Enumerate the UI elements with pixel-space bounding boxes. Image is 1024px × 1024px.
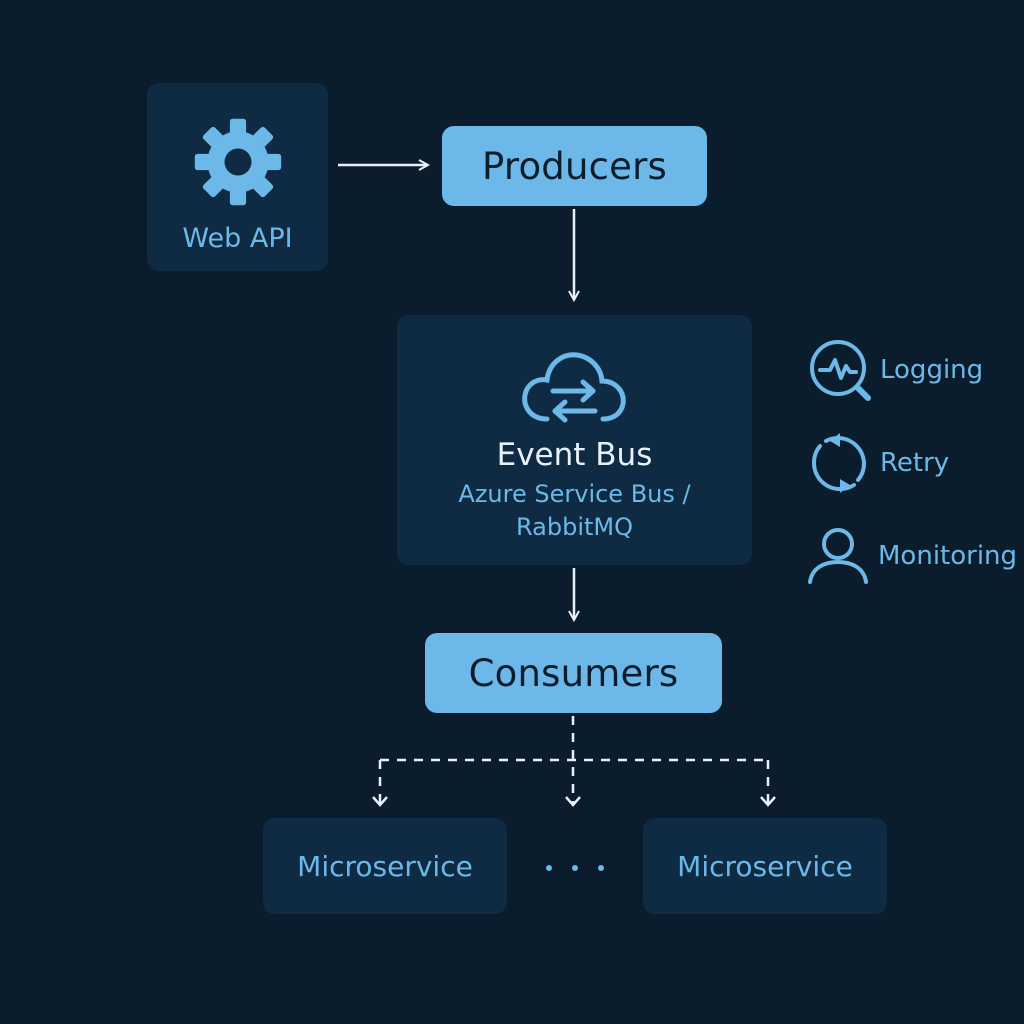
- event-bus-subtitle-line1: Azure Service Bus /: [458, 480, 691, 508]
- logging-icon: [810, 340, 871, 401]
- event-bus-subtitle-line2: RabbitMQ: [516, 513, 633, 541]
- arrowhead-ms1: [372, 796, 388, 807]
- ellipsis-dots: [546, 865, 604, 871]
- producers-label: Producers: [481, 144, 668, 188]
- event-bus-node: Event Bus Azure Service Bus / RabbitMQ: [397, 315, 752, 565]
- edge-consumers-fanout: [378, 716, 770, 803]
- microservice-label-1: Microservice: [297, 849, 473, 883]
- feature-retry: Retry: [808, 431, 949, 495]
- feature-monitoring-label: Monitoring: [878, 541, 1018, 571]
- event-bus-title: Event Bus: [496, 437, 653, 473]
- retry-icon: [811, 433, 867, 493]
- gear-icon: [194, 118, 282, 206]
- feature-logging-label: Logging: [880, 355, 984, 385]
- arrowhead-ms2: [760, 796, 776, 807]
- producers-node: Producers: [442, 126, 707, 206]
- monitoring-icon: [808, 528, 868, 584]
- consumers-label: Consumers: [468, 651, 679, 695]
- consumers-node: Consumers: [425, 633, 722, 713]
- web-api-label: Web API: [182, 223, 293, 254]
- arrowhead-middle: [565, 796, 581, 807]
- feature-retry-label: Retry: [880, 448, 950, 478]
- fanout-arrowheads: [372, 796, 776, 807]
- feature-logging: Logging: [808, 338, 983, 402]
- microservice-node-2: Microservice: [643, 818, 887, 914]
- web-api-node: Web API: [147, 83, 328, 271]
- microservice-label-2: Microservice: [677, 849, 853, 883]
- feature-monitoring: Monitoring: [806, 524, 1017, 588]
- cloud-exchange-icon: [522, 352, 626, 423]
- microservice-node-1: Microservice: [263, 818, 507, 914]
